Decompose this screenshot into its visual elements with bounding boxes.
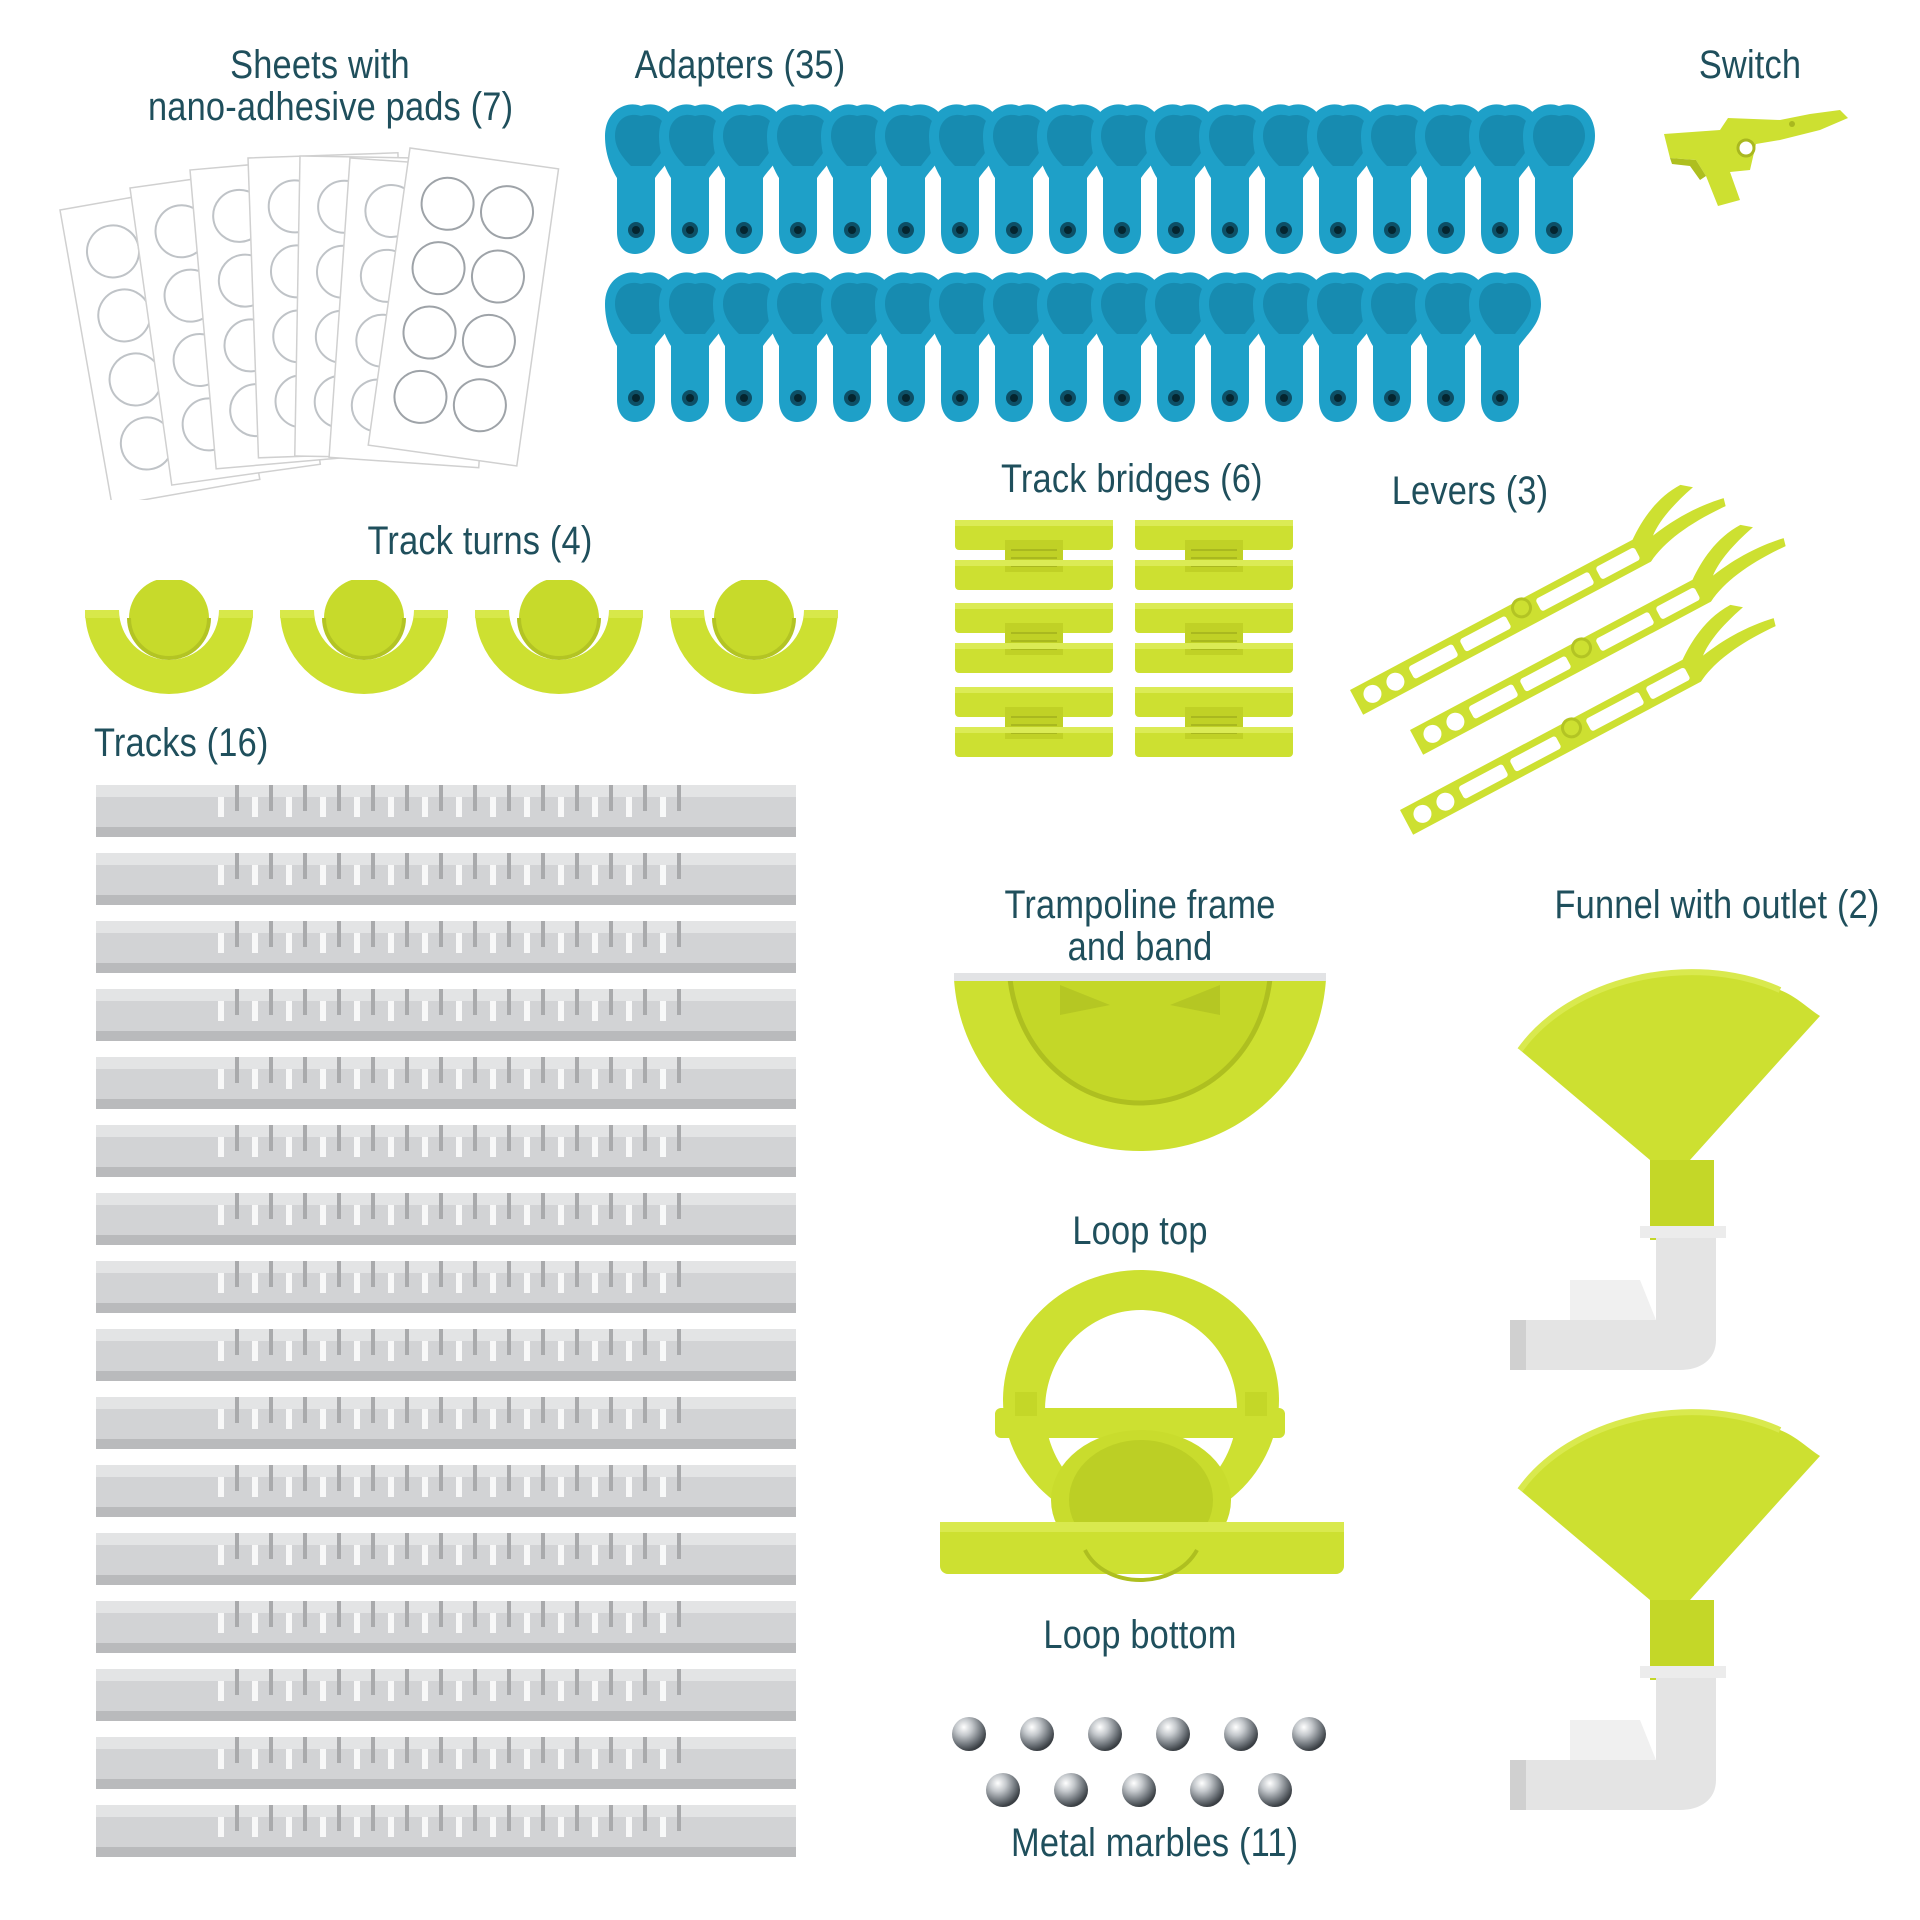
track-turn-icon: [85, 580, 255, 696]
sheets-label-line2: nano-adhesive pads (7): [148, 85, 514, 129]
track-icon: [96, 989, 796, 1041]
marble-icon: [986, 1773, 1020, 1807]
marble-icon: [1224, 1717, 1258, 1751]
track-icon: [96, 1193, 796, 1245]
trampoline-label-line2: and band: [1067, 925, 1213, 969]
track-icon: [96, 1125, 796, 1177]
adapter-row-2: [605, 272, 1541, 422]
switch-label: Switch: [1698, 43, 1802, 87]
track-icon: [96, 1397, 796, 1449]
marble-icon: [1088, 1717, 1122, 1751]
track-icon: [96, 1057, 796, 1109]
adapter-icon: [1523, 104, 1595, 254]
track-turn-icon: [668, 580, 840, 696]
adhesive-sheets-illustration: [59, 147, 560, 500]
adapters-illustration: [605, 104, 1595, 422]
track-turns-illustration: [85, 580, 840, 696]
marble-icon: [1122, 1773, 1156, 1807]
adapter-row-1: [605, 104, 1595, 254]
marble-icon: [1292, 1717, 1326, 1751]
loop-bottom-label: Loop bottom: [1043, 1613, 1237, 1657]
marble-icon: [1258, 1773, 1292, 1807]
loop-top-label: Loop top: [1072, 1209, 1208, 1253]
track-bridge-icon: [1134, 602, 1294, 674]
funnel-icon: [1510, 1412, 1820, 1810]
track-icon: [96, 785, 796, 837]
adhesive-sheet-icon: [367, 147, 560, 467]
track-turn-icon: [278, 580, 450, 696]
trampoline-icon: [954, 973, 1326, 1151]
track-icon: [96, 1601, 796, 1653]
switch-icon: [1664, 110, 1848, 206]
track-bridge-icon: [955, 519, 1114, 591]
funnels-label: Funnel with outlet (2): [1554, 883, 1880, 927]
trampoline-label: Trampoline frame and band: [985, 884, 1295, 968]
track-icon: [96, 921, 796, 973]
track-bridge-icon: [955, 602, 1114, 674]
track-icon: [96, 853, 796, 905]
track-icon: [96, 1329, 796, 1381]
marbles-label: Metal marbles (11): [1011, 1821, 1299, 1865]
trampoline-label-line1: Trampoline frame: [1004, 883, 1276, 927]
track-icon: [96, 1261, 796, 1313]
track-icon: [96, 1533, 796, 1585]
loop-illustration: [940, 1270, 1344, 1582]
adapter-icon: [1469, 272, 1541, 422]
funnel-icon: [1510, 972, 1820, 1370]
adapters-label: Adapters (35): [634, 43, 846, 87]
sheets-label-line1: Sheets with: [230, 43, 410, 87]
loop-bottom-icon: [940, 1430, 1344, 1582]
sheets-label: Sheets with nano-adhesive pads (7): [148, 43, 514, 129]
marble-icon: [1190, 1773, 1224, 1807]
marbles-illustration: [952, 1717, 1326, 1807]
track-turns-label: Track turns (4): [367, 519, 593, 563]
funnels-illustration: [1480, 960, 1900, 1840]
track-icon: [96, 1669, 796, 1721]
tracks-label: Tracks (16): [94, 721, 269, 765]
track-bridge-icon: [1134, 686, 1294, 758]
marble-icon: [1020, 1717, 1054, 1751]
levers-label: Levers (3): [1391, 469, 1549, 513]
marble-icon: [952, 1717, 986, 1751]
track-icon: [96, 1805, 796, 1857]
track-icon: [96, 1465, 796, 1517]
track-bridges-illustration: [955, 519, 1294, 758]
track-turn-icon: [473, 580, 645, 696]
marble-icon: [1054, 1773, 1088, 1807]
track-icon: [96, 1737, 796, 1789]
tracks-illustration: [96, 785, 796, 1857]
track-bridge-icon: [1134, 519, 1294, 591]
track-bridges-label: Track bridges (6): [1001, 457, 1263, 501]
track-bridge-icon: [955, 686, 1114, 758]
levers-illustration: [1340, 468, 1796, 837]
marble-icon: [1156, 1717, 1190, 1751]
